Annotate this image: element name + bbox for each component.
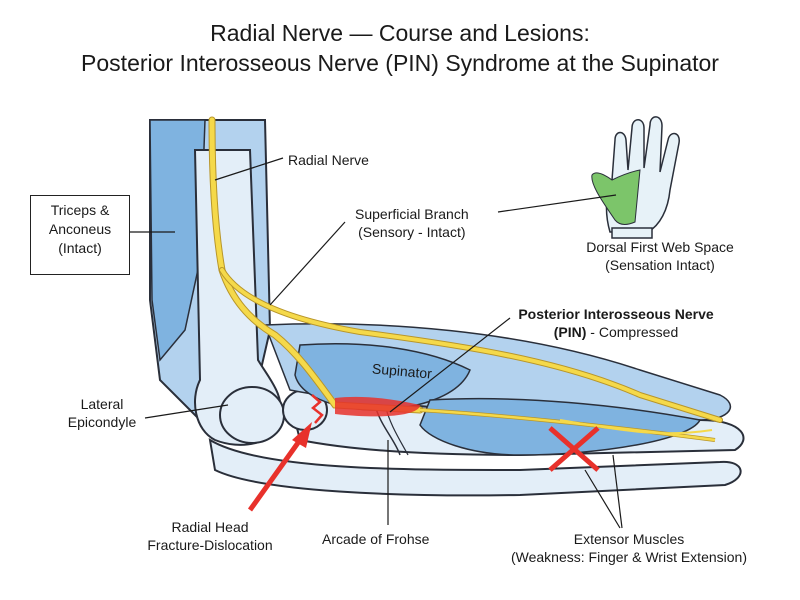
label-lateral-epicondyle: Lateral Epicondyle — [52, 395, 152, 431]
label-arcade-of-frohse: Arcade of Frohse — [322, 531, 430, 547]
superficial-branch-title: Superficial Branch — [355, 206, 469, 222]
extensor-title: Extensor Muscles — [573, 531, 685, 547]
fracture-line — [311, 394, 324, 424]
fracture-arrow-head — [292, 422, 312, 448]
hand-illustration — [591, 116, 680, 239]
fracture-arrow-shaft — [247, 438, 303, 512]
lateral-epicondyle — [219, 386, 285, 444]
radial-head-line-1: Radial Head — [171, 519, 249, 535]
label-radial-head: Radial Head Fracture-Dislocation — [130, 518, 290, 554]
supinator-muscle — [294, 343, 471, 411]
label-pin: Posterior Interosseous Nerve (PIN) - Com… — [496, 305, 736, 341]
triceps-label-box: Triceps & Anconeus (Intact) — [30, 195, 130, 275]
label-web-space: Dorsal First Web Space (Sensation Intact… — [560, 238, 760, 274]
title-line-1: Radial Nerve — Course and Lesions: — [210, 20, 590, 46]
pin-abbrev: (PIN) — [553, 324, 587, 340]
radial-head-line-2: Fracture-Dislocation — [147, 537, 273, 553]
label-radial-nerve: Radial Nerve — [288, 152, 369, 168]
extensor-muscle — [419, 397, 702, 456]
weakness-x-mark-2 — [548, 426, 600, 472]
web-space-note: (Sensation Intact) — [605, 257, 715, 273]
superficial-branch-note: (Sensory - Intact) — [358, 224, 466, 240]
ulna-bone — [208, 438, 742, 497]
triceps-muscle — [149, 119, 206, 362]
triceps-note: (Intact) — [58, 240, 102, 256]
pin-line-1: Posterior Interosseous Nerve — [518, 306, 714, 322]
label-superficial-branch: Superficial Branch (Sensory - Intact) — [355, 205, 469, 241]
title-line-2: Posterior Interosseous Nerve (PIN) Syndr… — [81, 50, 719, 76]
pin-status: - Compressed — [586, 324, 679, 340]
extensor-note: (Weakness: Finger & Wrist Extension) — [510, 549, 747, 565]
compression-zone — [335, 396, 420, 417]
lateral-epicondyle-line-1: Lateral — [80, 396, 124, 412]
triceps-line-1: Triceps & — [50, 202, 110, 218]
label-extensor-muscles: Extensor Muscles (Weakness: Finger & Wri… — [484, 530, 774, 566]
lateral-epicondyle-line-2: Epicondyle — [67, 414, 137, 430]
web-space-title: Dorsal First Web Space — [586, 239, 734, 255]
triceps-line-2: Anconeus — [48, 221, 112, 237]
